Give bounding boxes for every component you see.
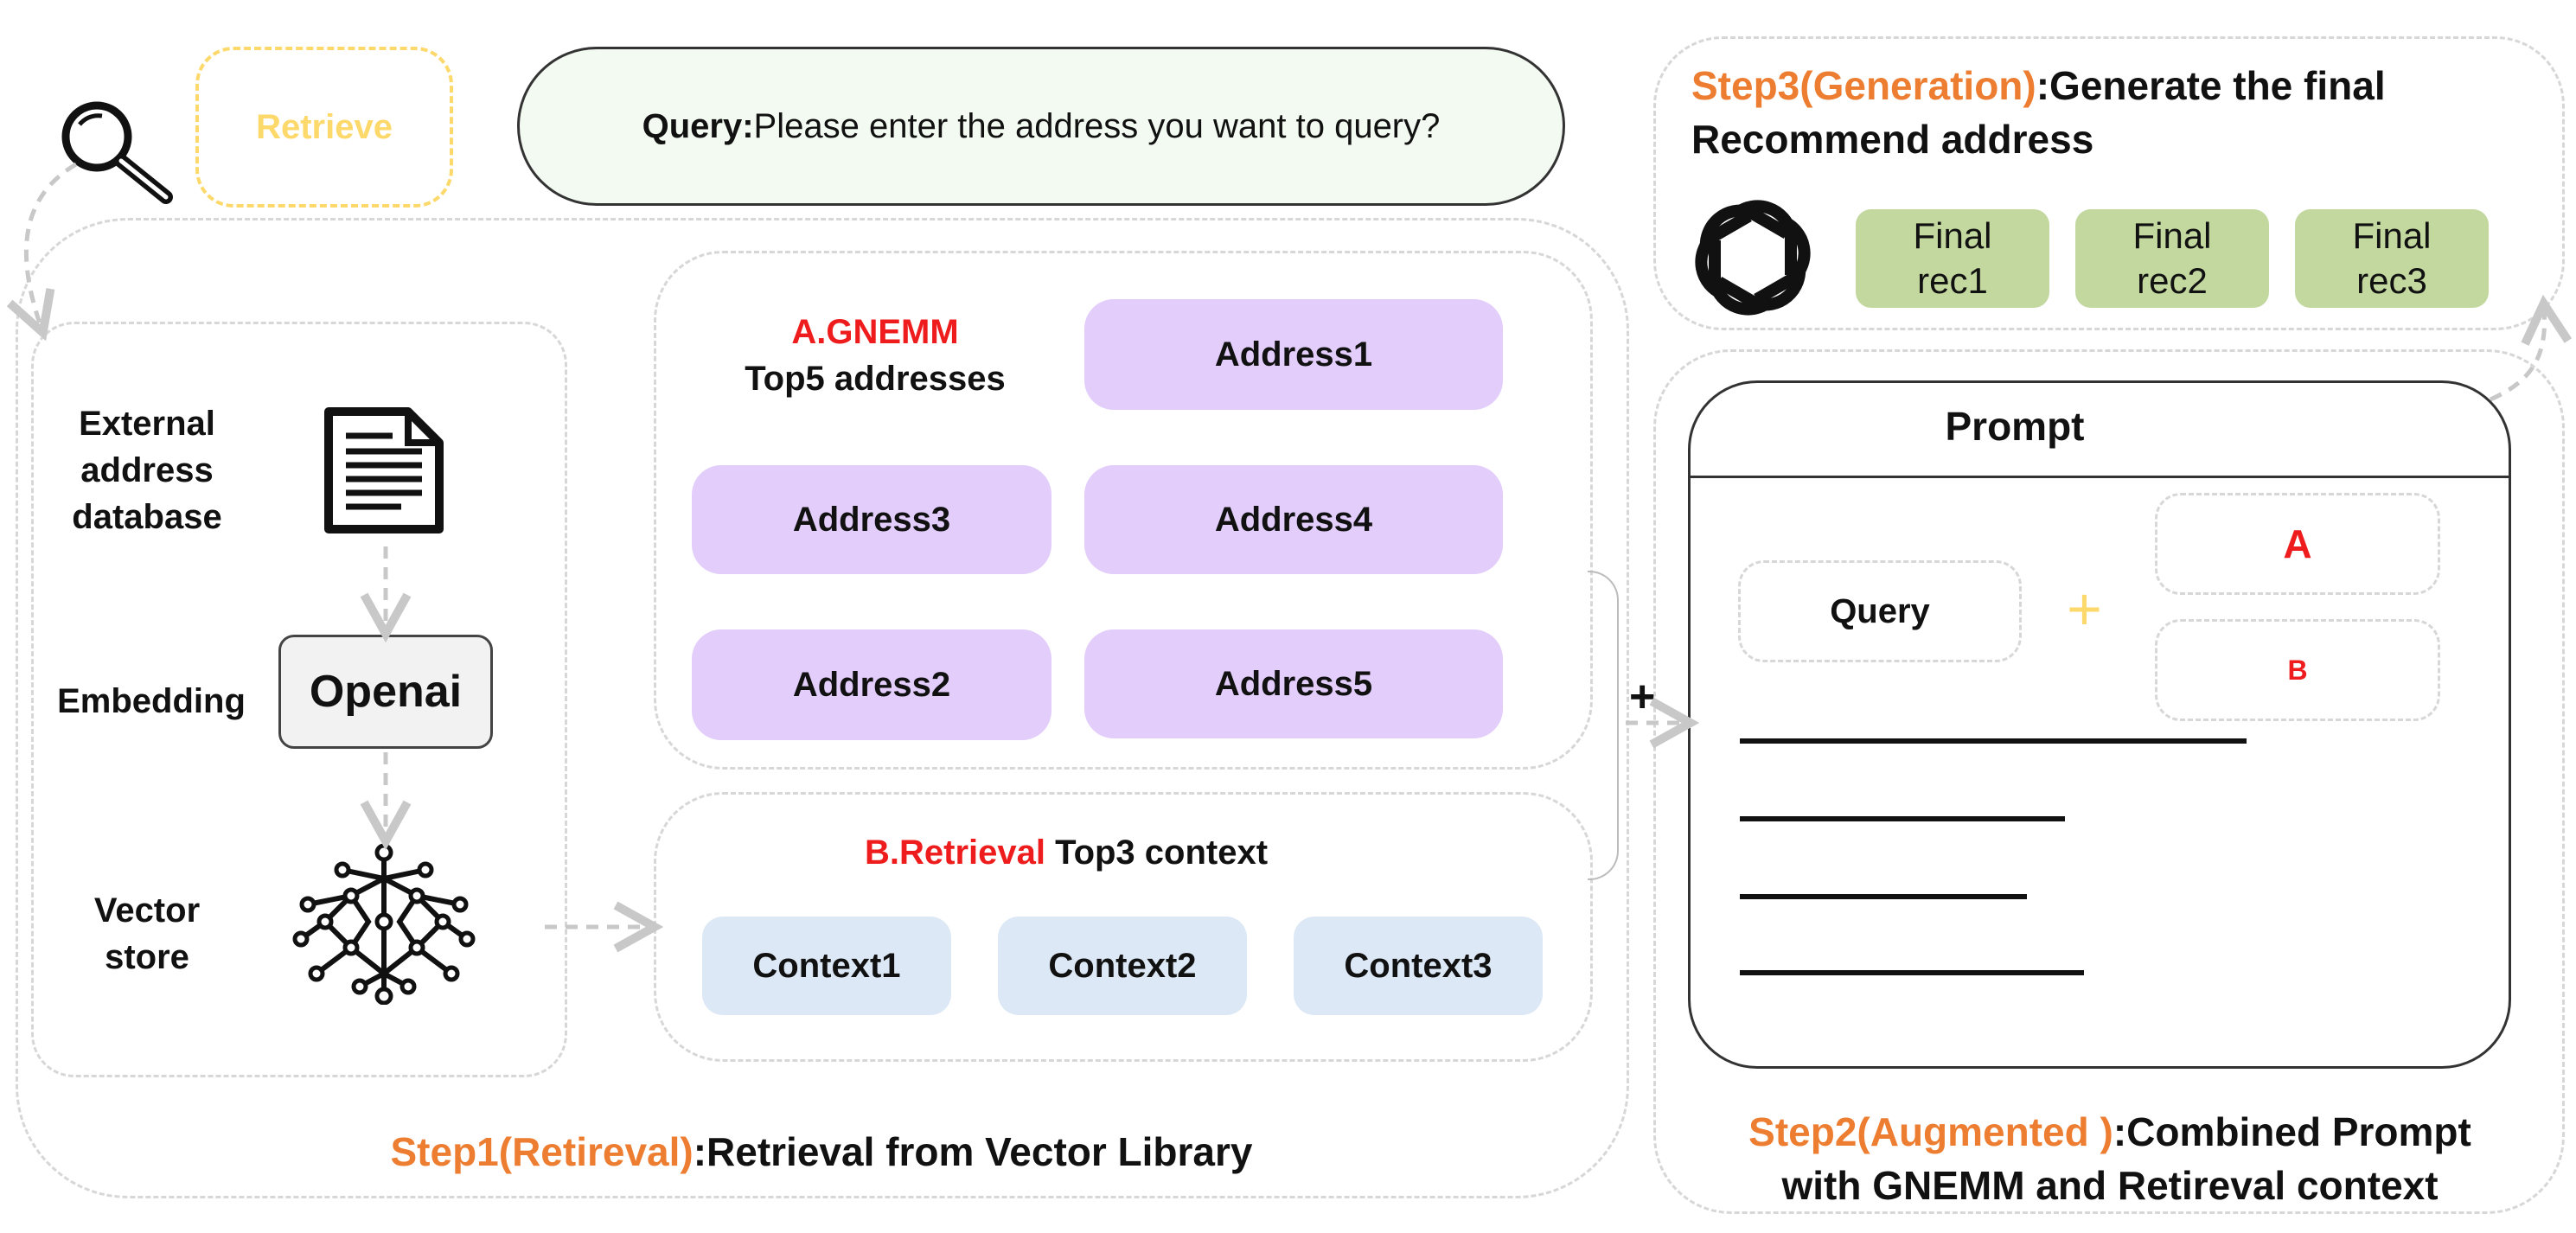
openai-box: Openai [278,635,493,749]
final-rec2: Final rec2 [2075,209,2269,308]
prompt-title: Prompt [1945,404,2085,449]
external-db-label: External address database [72,405,222,536]
step3-caption: Step3(Generation):Generate the final Rec… [1691,59,2539,166]
openai-label: Openai [309,667,463,717]
prompt-query-label: Query [1830,591,1930,630]
step1-title: Step1(Retireval) [390,1129,694,1174]
retrieve-to-left-arrow [26,162,78,329]
step2-desc: :Combined Prompt [2113,1109,2471,1154]
prompt-line-2 [1740,816,2065,821]
context1-box: Context1 [702,917,951,1015]
retrieval-heading: B.Retrieval Top3 context [865,834,1470,872]
address4-box: Address4 [1084,465,1503,574]
neural-brain-icon [291,843,477,1006]
address2-box: Address2 [692,629,1051,740]
prompt-to-step3-arrow [2489,308,2545,402]
left-panel [31,322,567,1077]
gnemm-panel [654,251,1593,770]
retrieval-title: B.Retrieval [865,834,1045,872]
prompt-b-label: B [2287,654,2308,686]
step3-title: Step3(Generation) [1691,63,2036,108]
step3-desc2: Recommend address [1691,117,2094,162]
step1-caption: Step1(Retireval):Retrieval from Vector L… [173,1128,1470,1175]
prompt-a-box: A [2155,493,2440,595]
context2-box: Context2 [998,917,1247,1015]
address1-box: Address1 [1084,299,1503,410]
final-rec1: Final rec1 [1856,209,2049,308]
gnemm-subtitle: Top5 addresses [745,360,1006,398]
vector-store-label: Vector store [93,891,201,976]
prompt-a-label: A [2283,521,2312,566]
gnemm-title: A.GNEMM [791,313,959,351]
final-rec3: Final rec3 [2295,209,2489,308]
prompt-plus: + [2067,575,2102,642]
step3-container [1653,36,2565,330]
step2-container [1653,349,2565,1214]
prompt-line-3 [1740,894,2027,899]
query-bar-text: Please enter the address you want to que… [753,106,1441,145]
prompt-line-1 [1740,738,2247,744]
step3-desc: :Generate the final [2036,63,2386,108]
retrieve-box: Retrieve [195,47,453,208]
retrieve-label: Retrieve [256,107,393,146]
context3-box: Context3 [1294,917,1543,1015]
step2-desc2: with GNEMM and Retireval context [1781,1163,2439,1208]
query-bar-label: Query: [642,106,754,145]
query-bar[interactable]: Query:Please enter the address you want … [517,47,1565,206]
openai-logo-icon [1672,188,1833,327]
step2-caption: Step2(Augmented ):Combined Prompt with G… [1660,1105,2560,1212]
address3-box: Address3 [692,465,1051,574]
embedding-label: Embedding [57,682,246,720]
step1-desc: :Retrieval from Vector Library [693,1129,1253,1174]
prompt-b-box: B [2155,619,2440,721]
prompt-query-box: Query [1738,560,2022,662]
document-icon [318,405,450,536]
search-icon [54,95,183,208]
step2-title: Step2(Augmented ) [1748,1109,2113,1154]
retrieval-subtitle: Top3 context [1045,834,1269,872]
address5-box: Address5 [1084,629,1503,738]
prompt-divider [1688,476,2511,478]
step1-container [16,218,1629,1198]
prompt-line-4 [1740,970,2084,975]
